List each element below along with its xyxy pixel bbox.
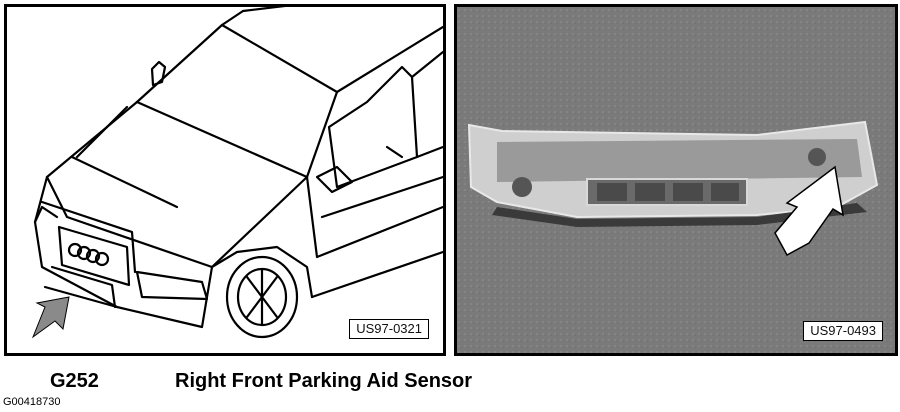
car-line-drawing bbox=[31, 7, 443, 339]
bumper-photo-illustration bbox=[457, 7, 895, 353]
component-code: G252 bbox=[50, 370, 99, 392]
figure-id: G00418730 bbox=[3, 396, 61, 408]
sensor-location-arrow-white bbox=[774, 165, 845, 257]
car-illustration-panel: US97-0321 bbox=[4, 4, 446, 356]
right-reference-code: US97-0493 bbox=[803, 321, 883, 341]
sensor-location-arrow bbox=[31, 296, 70, 339]
component-title: Right Front Parking Aid Sensor bbox=[175, 370, 473, 392]
left-reference-code: US97-0321 bbox=[349, 319, 429, 339]
bumper-photo-panel: US97-0493 bbox=[454, 4, 898, 356]
